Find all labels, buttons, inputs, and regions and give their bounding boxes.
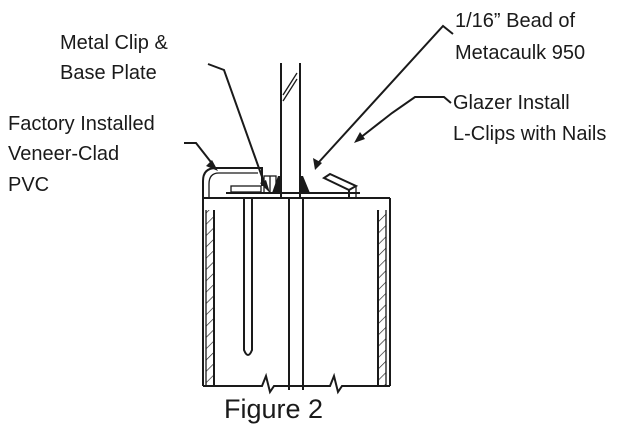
label-metal-clip-line2: Base Plate: [60, 62, 157, 84]
window-frame: [202, 197, 391, 395]
veneer-clad-pvc: [202, 167, 263, 198]
figure-caption: Figure 2: [224, 394, 323, 424]
label-glazer-install-line2: L-Clips with Nails: [453, 123, 606, 145]
label-metal-clip-line1: Metal Clip &: [60, 32, 168, 54]
sealant-beads: [272, 176, 310, 193]
label-factory-installed-line3: PVC: [8, 174, 49, 196]
glass-pane: [280, 63, 304, 390]
label-bead-line1: 1/16” Bead of: [455, 10, 576, 32]
label-factory-installed-line2: Veneer-Clad: [8, 143, 119, 165]
label-glazer-install-line1: Glazer Install: [453, 92, 570, 114]
glazer-l-clip: [321, 172, 359, 198]
nail: [243, 197, 253, 356]
label-factory-installed-line1: Factory Installed: [8, 113, 155, 135]
label-bead-line2: Metacaulk 950: [455, 42, 585, 64]
